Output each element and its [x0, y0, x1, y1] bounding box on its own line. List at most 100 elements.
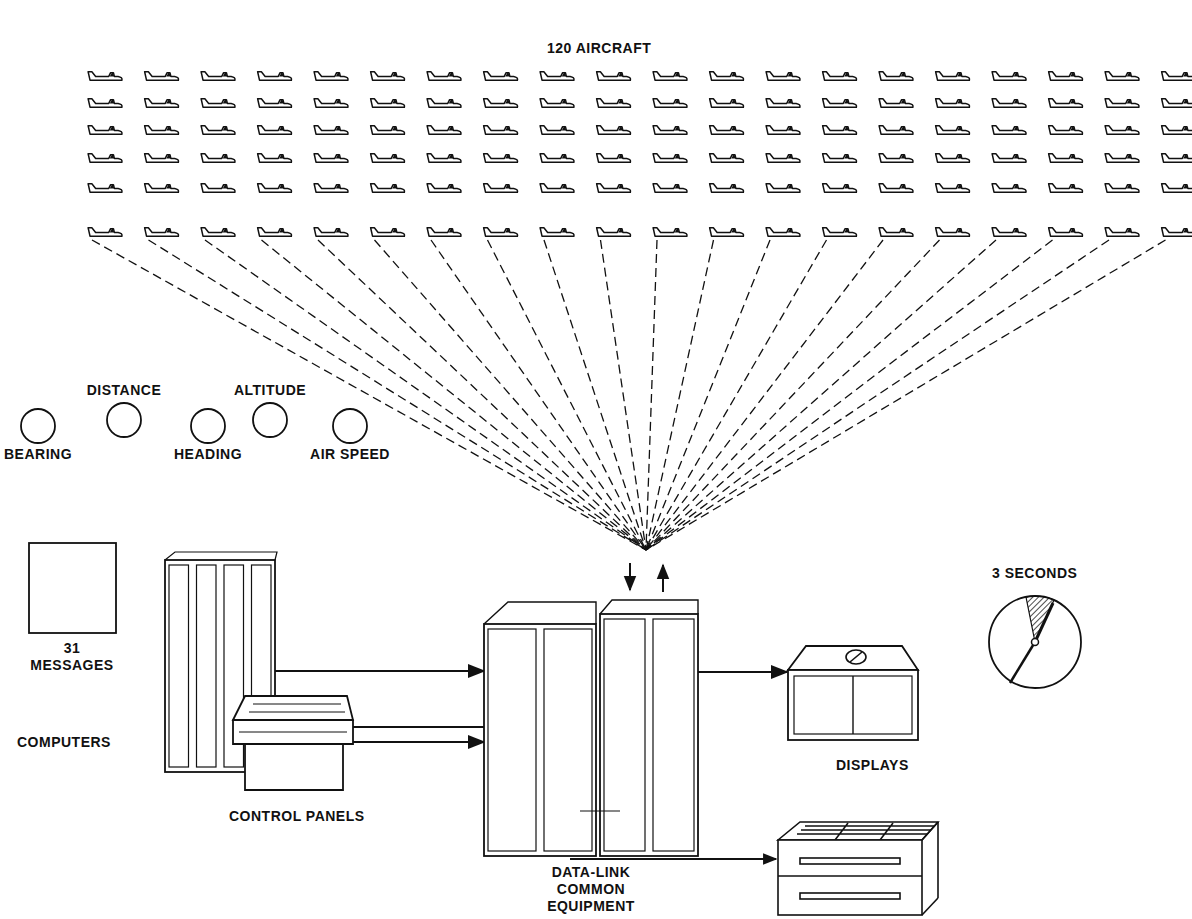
- aircraft-icon: [1049, 228, 1083, 236]
- node-label: DISPLAYS: [836, 757, 936, 774]
- aircraft-icon: [88, 228, 122, 236]
- aircraft-icon: [1105, 154, 1139, 162]
- aircraft-icon: [540, 184, 574, 192]
- aircraft-icon: [653, 72, 687, 80]
- aircraft-icon: [766, 184, 800, 192]
- dashed-link: [149, 240, 647, 550]
- dashed-link: [646, 240, 883, 550]
- aircraft-icon: [597, 126, 631, 134]
- data-link-cabinet: DATA-LINK COMMON EQUIPMENT: [480, 596, 702, 916]
- aircraft-icon: [201, 154, 235, 162]
- aircraft-icon: [258, 99, 292, 107]
- aircraft-icon: [1162, 72, 1192, 80]
- aircraft-grid: [88, 72, 1192, 236]
- aircraft-icon: [371, 72, 405, 80]
- aircraft-icon: [936, 184, 970, 192]
- aircraft-icon: [936, 126, 970, 134]
- aircraft-icon: [936, 72, 970, 80]
- dashed-link: [601, 240, 647, 550]
- aircraft-icon: [1162, 184, 1192, 192]
- meter-circle: DISTANCE: [104, 382, 144, 442]
- aircraft-icon: [145, 228, 179, 236]
- aircraft-icon: [314, 154, 348, 162]
- aircraft-icon: [540, 72, 574, 80]
- aircraft-icon: [992, 154, 1026, 162]
- aircraft-icon: [710, 72, 744, 80]
- aircraft-icon: [936, 99, 970, 107]
- node-label: COMPUTERS: [17, 734, 147, 751]
- aircraft-icon: [597, 99, 631, 107]
- aircraft-icon: [823, 99, 857, 107]
- meter-circle: AIR SPEED: [330, 406, 370, 470]
- aircraft-icon: [201, 184, 235, 192]
- aircraft-icon: [484, 154, 518, 162]
- dashed-link: [544, 240, 646, 550]
- caption-label: 120 AIRCRAFT: [545, 40, 653, 56]
- dashed-link: [375, 240, 647, 550]
- dashed-link: [431, 240, 646, 550]
- aircraft-icon: [597, 184, 631, 192]
- aircraft-icon: [992, 99, 1026, 107]
- aircraft-icon: [201, 228, 235, 236]
- aircraft-icon: [1162, 228, 1192, 236]
- node-label: DISTANCE: [74, 382, 174, 399]
- aircraft-icon: [823, 184, 857, 192]
- aircraft-icon: [145, 72, 179, 80]
- control-panel: CONTROL PANELS: [225, 690, 360, 830]
- printer-unit: [778, 822, 938, 915]
- aircraft-icon: [314, 228, 348, 236]
- aircraft-icon: [879, 126, 913, 134]
- aircraft-icon: [201, 99, 235, 107]
- aircraft-icon: [88, 126, 122, 134]
- dashed-link: [646, 240, 1166, 550]
- aircraft-icon: [710, 154, 744, 162]
- aircraft-icon: [540, 228, 574, 236]
- aircraft-icon: [1162, 154, 1192, 162]
- meter-circle: BEARING: [18, 406, 58, 470]
- node-label: AIR SPEED: [300, 446, 400, 463]
- dashed-link: [646, 240, 827, 550]
- aircraft-icon: [766, 154, 800, 162]
- aircraft-icon: [540, 126, 574, 134]
- aircraft-icon: [992, 126, 1026, 134]
- aircraft-icon: [710, 184, 744, 192]
- aircraft-icon: [145, 99, 179, 107]
- aircraft-icon: [766, 72, 800, 80]
- aircraft-icon: [258, 228, 292, 236]
- node-label: DATA-LINK COMMON EQUIPMENT: [536, 864, 646, 915]
- data-arrow: [698, 671, 787, 673]
- aircraft-icon: [597, 72, 631, 80]
- node-label: ALTITUDE: [225, 382, 315, 399]
- node-label: HEADING: [163, 446, 253, 463]
- aircraft-icon: [1049, 126, 1083, 134]
- dashed-link: [646, 240, 1053, 550]
- aircraft-icon: [879, 228, 913, 236]
- aircraft-icon: [710, 99, 744, 107]
- aircraft-icon: [145, 184, 179, 192]
- aircraft-icon: [88, 99, 122, 107]
- aircraft-icon: [879, 184, 913, 192]
- aircraft-icon: [201, 126, 235, 134]
- aircraft-icon: [427, 126, 461, 134]
- aircraft-icon: [710, 126, 744, 134]
- aircraft-icon: [653, 99, 687, 107]
- aircraft-icon: [936, 154, 970, 162]
- aircraft-icon: [484, 126, 518, 134]
- aircraft-icon: [1105, 228, 1139, 236]
- uplink-arrow: [662, 565, 664, 592]
- dashed-link: [92, 240, 646, 550]
- aircraft-icon: [653, 228, 687, 236]
- dashed-link: [646, 240, 940, 550]
- aircraft-icon: [314, 184, 348, 192]
- dashed-link: [646, 240, 657, 550]
- aircraft-icon: [992, 72, 1026, 80]
- aircraft-icon: [88, 72, 122, 80]
- aircraft-icon: [653, 126, 687, 134]
- aircraft-icon: [88, 154, 122, 162]
- aircraft-icon: [879, 99, 913, 107]
- aircraft-icon: [371, 154, 405, 162]
- aircraft-icon: [823, 228, 857, 236]
- aircraft-icon: [710, 228, 744, 236]
- dashed-link: [262, 240, 647, 550]
- node-label: 31 MESSAGES: [22, 640, 122, 674]
